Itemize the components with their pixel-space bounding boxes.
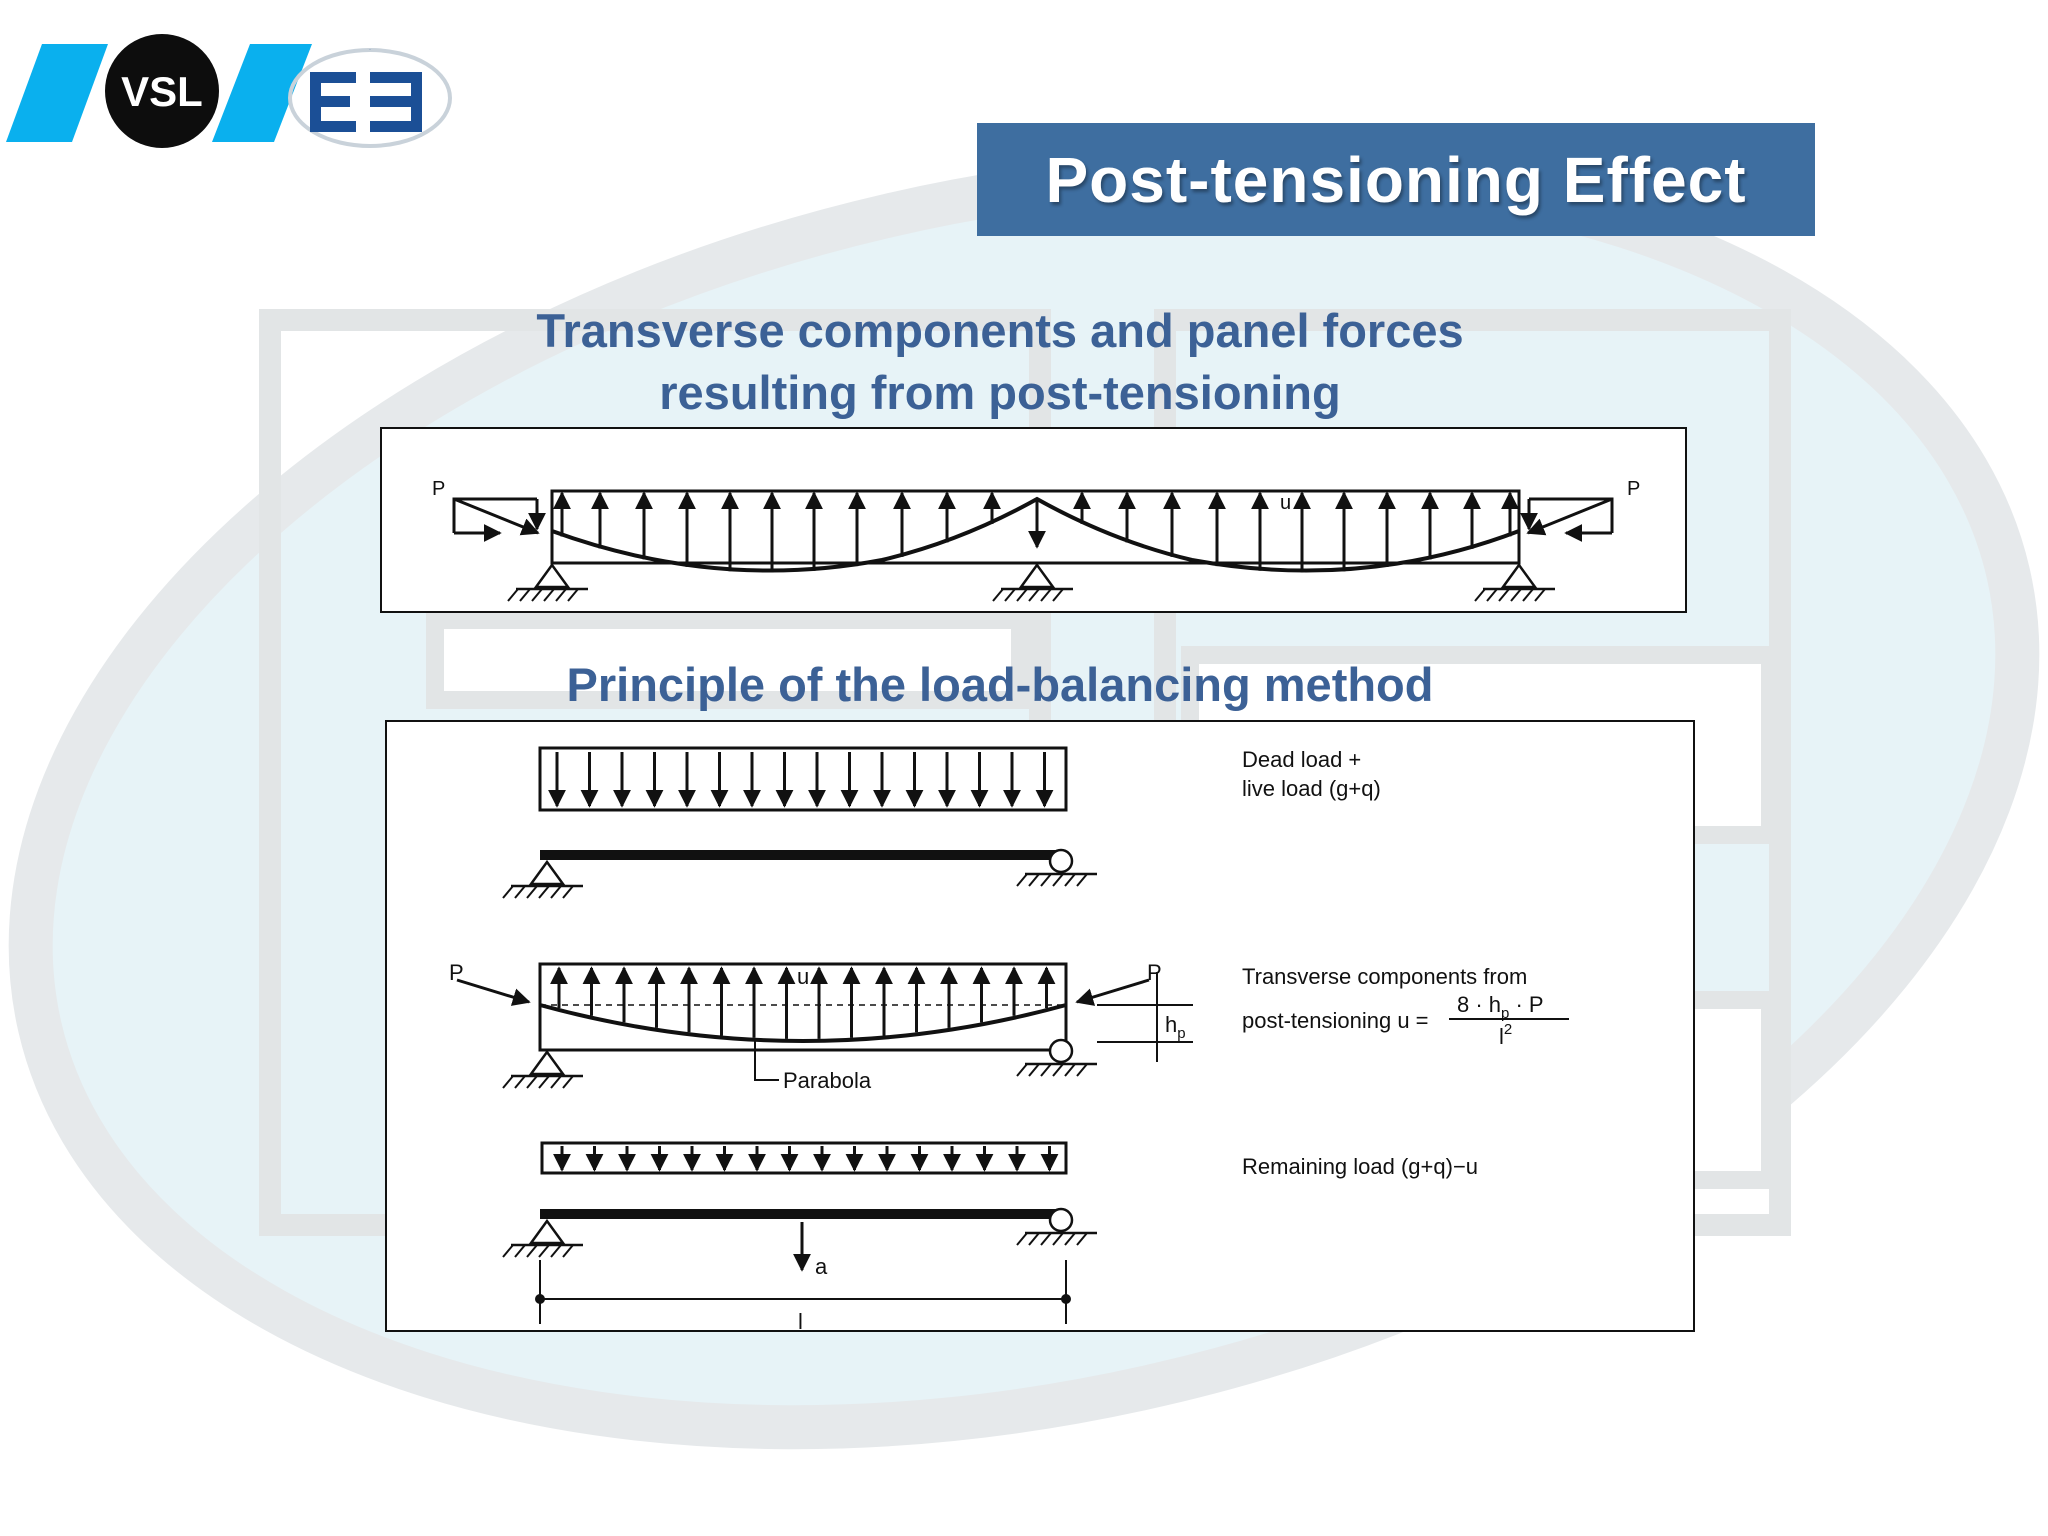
step2-force-p-right: P: [1147, 960, 1162, 985]
force-p-left: P: [432, 478, 445, 500]
beam-outline: [550, 489, 1521, 565]
step2-sag-dimension: [1097, 972, 1193, 1062]
formula-denominator: l2: [1499, 1021, 1512, 1049]
heading1-line2: resulting from post-tensioning: [659, 366, 1341, 419]
logo-ee-mark: [310, 72, 422, 132]
heading-transverse-components: Transverse components and panel forces r…: [380, 300, 1620, 424]
support-middle: [992, 562, 1073, 602]
right-anchor-force: [1520, 497, 1614, 542]
logo-ring: [288, 48, 452, 148]
step3-load-box: [540, 1141, 1068, 1175]
parabola-leader: [754, 1040, 779, 1081]
slide-title: Post-tensioning Effect: [1045, 143, 1747, 216]
beam-supports: [507, 562, 1555, 602]
step1-support-roller: [1016, 848, 1097, 887]
force-p-right: P: [1627, 478, 1640, 500]
step2-support-pin: [502, 1049, 583, 1089]
step2-parabola-tendon: [539, 1003, 1067, 1043]
step1-supports: [502, 848, 1097, 899]
step3-supports: [502, 1207, 1097, 1258]
step2-force-right-arrow: [1075, 978, 1150, 1006]
step3-label: Remaining load (g+q)−u: [1242, 1154, 1478, 1179]
heading-load-balancing: Principle of the load-balancing method: [566, 658, 1434, 711]
load-balancing-diagram: Dead load + live load (g+q) P P u hp Par…: [385, 720, 1695, 1334]
span-dimension: [535, 1260, 1071, 1324]
two-span-beam-diagram: P P u: [380, 427, 1687, 613]
deflection-label: a: [815, 1254, 828, 1279]
step2-force-p-left: P: [449, 960, 464, 985]
step2-label-line2: post-tensioning u =: [1242, 1008, 1429, 1033]
step3-support-roller: [1016, 1207, 1097, 1246]
logo-stripe-left: [6, 44, 108, 142]
transverse-load-arrows: [553, 491, 1519, 573]
step1-load-arrows: [548, 752, 1054, 808]
step3-support-pin: [502, 1218, 583, 1258]
left-anchor-force: [452, 497, 546, 542]
step2-force-left-arrow: [456, 978, 531, 1006]
step2-transverse-arrows: [550, 966, 1056, 1039]
logo-vsl-text: VSL: [121, 68, 203, 115]
logo-ee-text: EE: [369, 49, 371, 51]
step2-support-roller: [1016, 1038, 1097, 1077]
load-u-label: u: [1280, 492, 1291, 514]
formula-numerator: 8 · hp · P: [1457, 992, 1544, 1022]
support-right: [1474, 562, 1555, 602]
slide-title-banner: Post-tensioning Effect: [977, 123, 1815, 236]
span-label: l: [798, 1309, 803, 1334]
step2-label-line1: Transverse components from: [1242, 964, 1527, 989]
step2-supports: [502, 1038, 1097, 1089]
step1-load-box: [538, 746, 1068, 812]
logo-stripe-right: [212, 44, 312, 142]
step2-curve-label: Parabola: [783, 1068, 872, 1093]
step1-beam: [540, 850, 1066, 860]
company-logo: VSL EE: [6, 34, 452, 148]
logo-circle: [105, 34, 219, 148]
step2-load-u-label: u: [797, 964, 809, 989]
step1-label-line2: live load (g+q): [1242, 776, 1381, 801]
heading1-line1: Transverse components and panel forces: [536, 304, 1464, 357]
support-left: [507, 562, 588, 602]
step3-load-arrows: [553, 1146, 1059, 1172]
step2-sag-label: hp: [1165, 1012, 1186, 1042]
step1-support-pin: [502, 859, 583, 899]
step3-beam: [540, 1209, 1066, 1219]
step1-label-line1: Dead load +: [1242, 747, 1361, 772]
